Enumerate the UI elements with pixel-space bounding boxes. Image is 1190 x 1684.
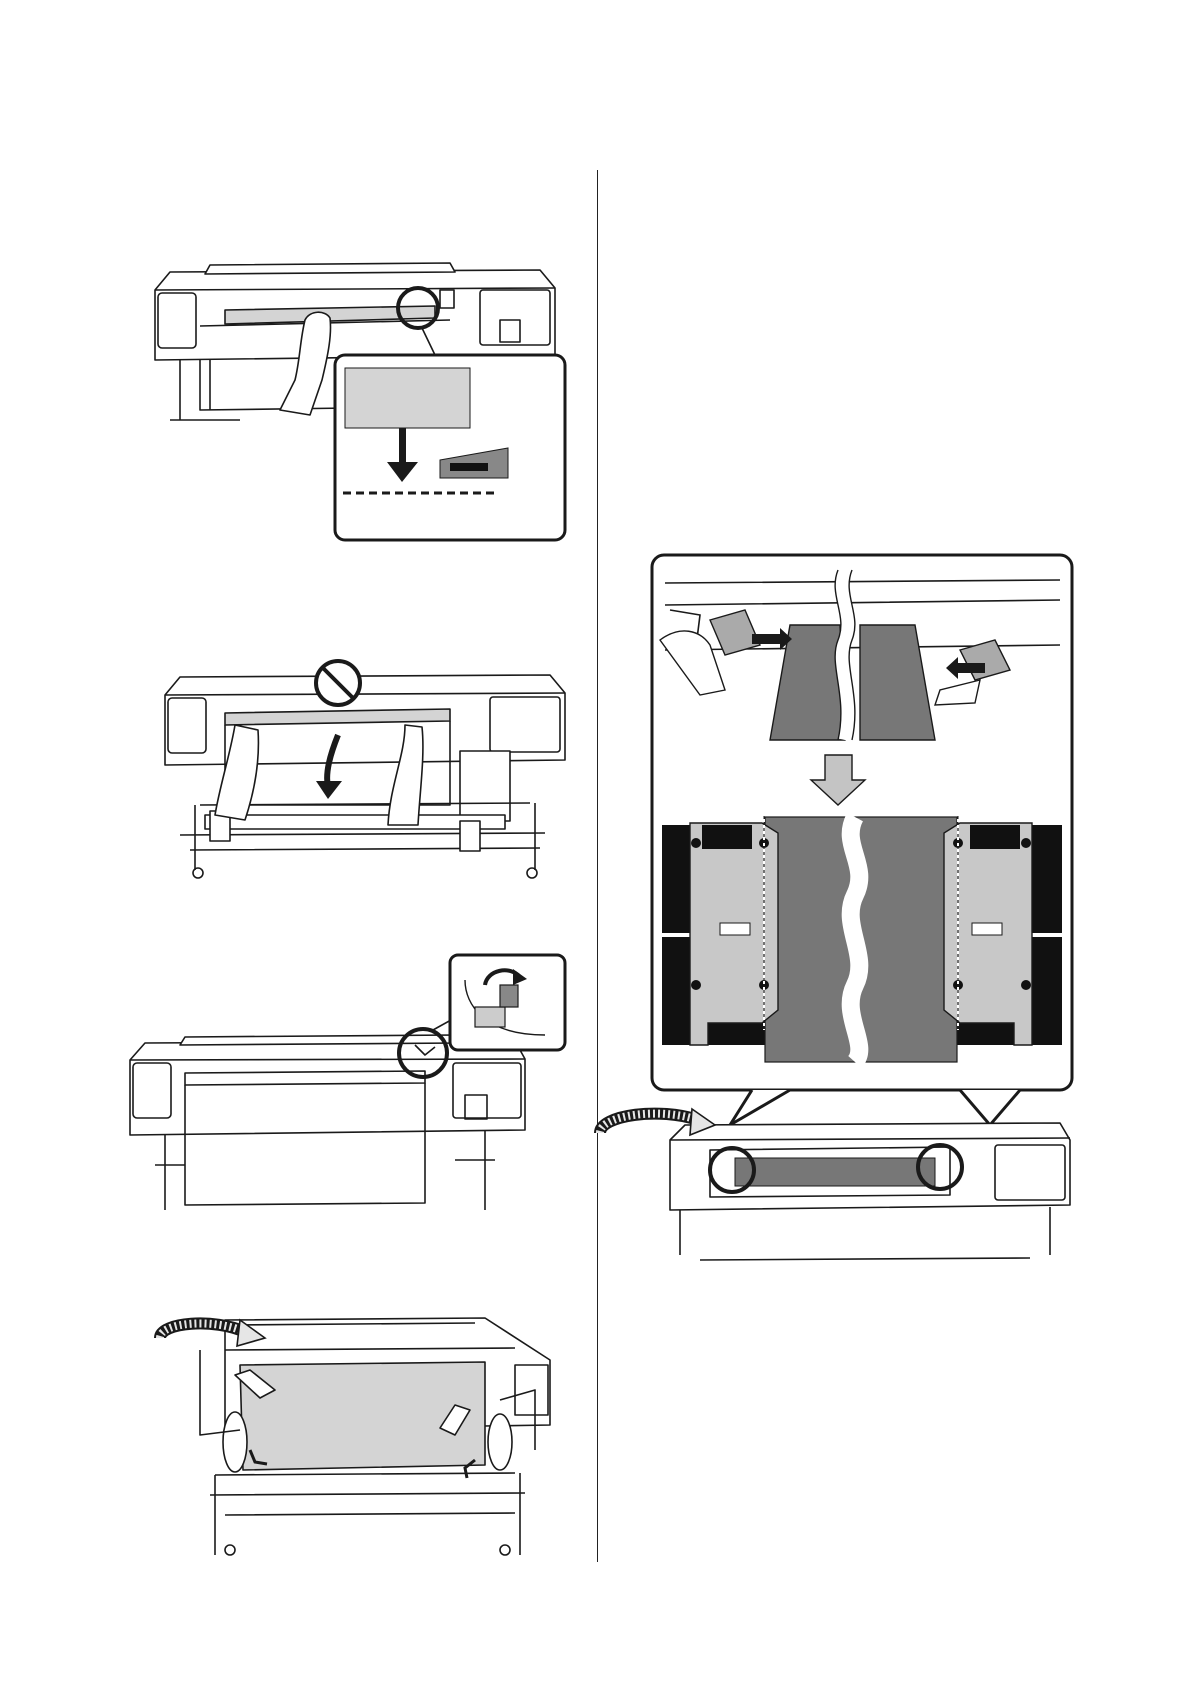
figure-media-edge-plates <box>640 555 1080 1265</box>
figure-rotate-roll <box>155 1310 570 1565</box>
figure-do-not-pull-media <box>160 655 570 900</box>
printer-media-edge-plates-icon <box>640 555 1080 1265</box>
printer-rotate-roll-holders-icon <box>155 1310 570 1565</box>
printer-do-not-pull-media-icon <box>160 655 570 900</box>
printer-lower-load-lever-icon <box>125 955 570 1215</box>
figure-lower-lever <box>125 955 570 1215</box>
printer-insert-media-icon <box>150 260 570 545</box>
column-divider <box>597 170 598 1562</box>
figure-insert-media <box>150 260 570 545</box>
